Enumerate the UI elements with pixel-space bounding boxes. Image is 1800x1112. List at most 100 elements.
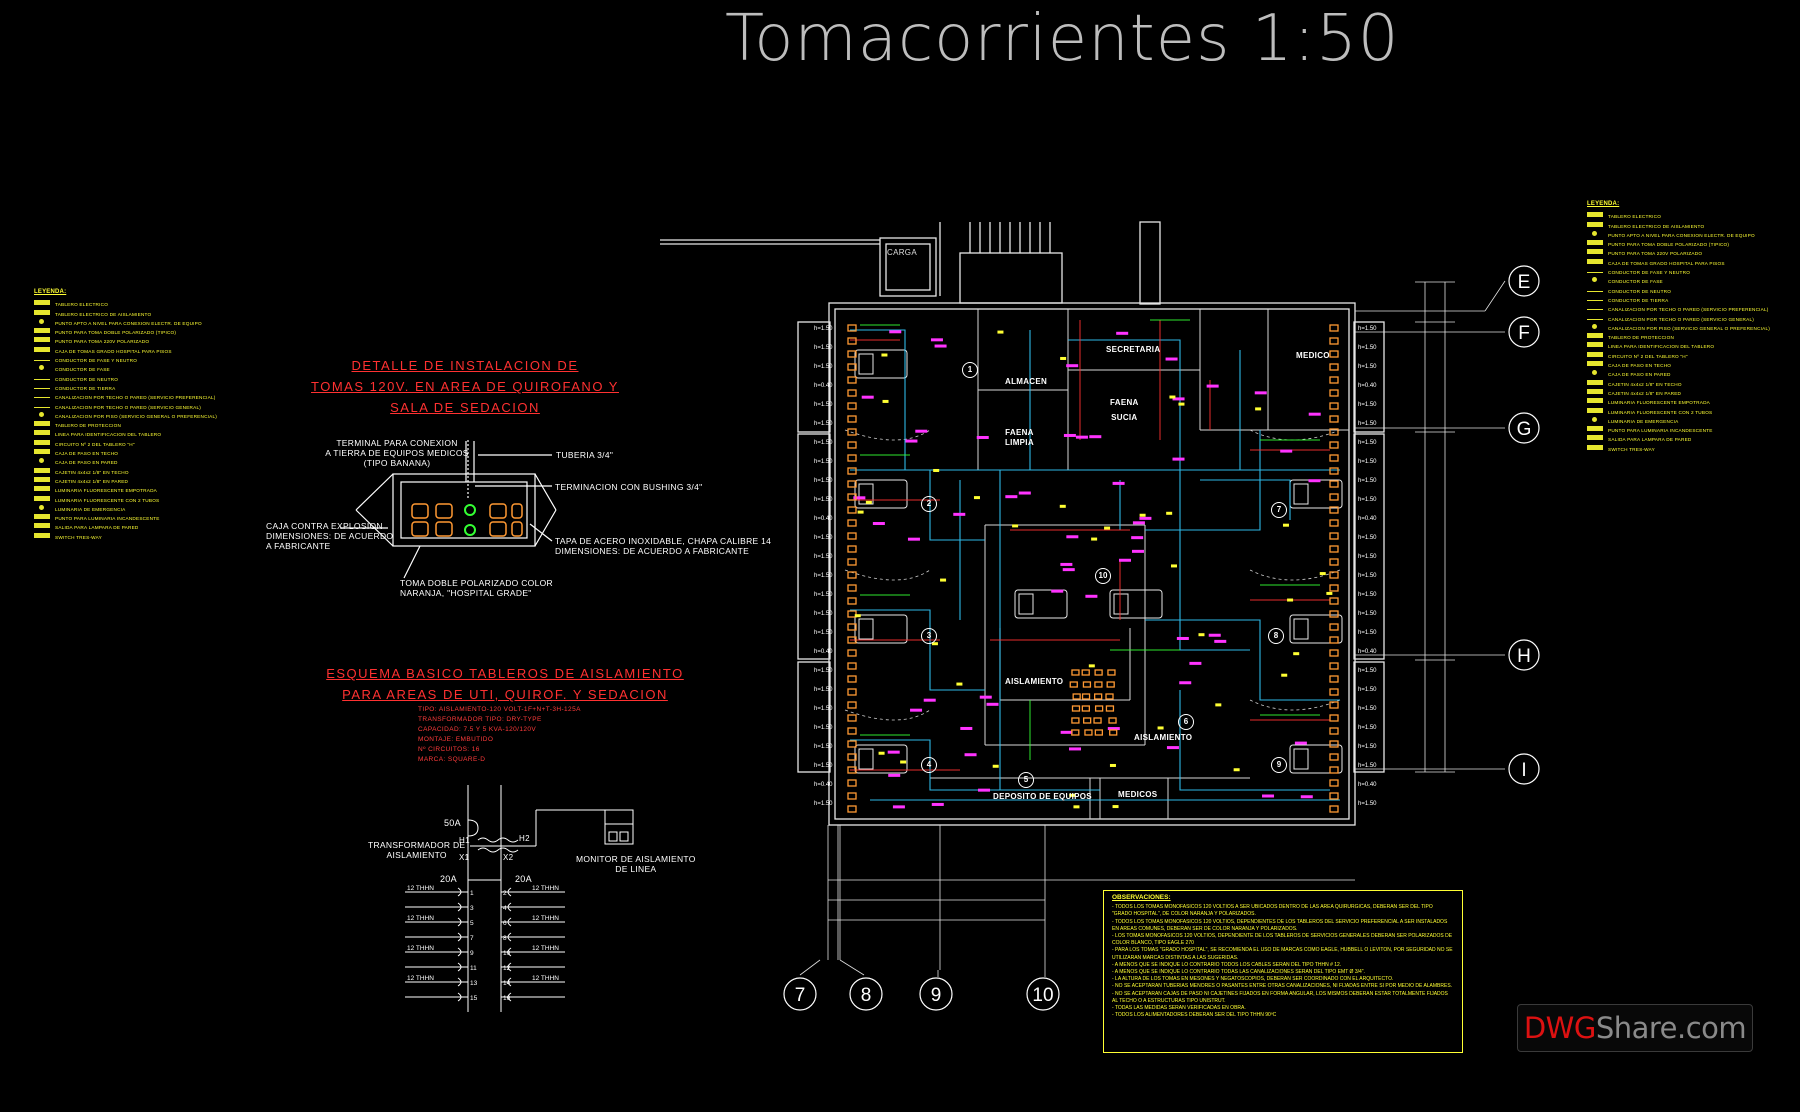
- legend-symbol-icon: [1592, 230, 1597, 236]
- label-line: MONITOR DE AISLAMIENTO: [576, 854, 696, 864]
- height-tag: h=0.40: [814, 516, 833, 522]
- label-tag: [1255, 407, 1262, 411]
- label-tag: [882, 399, 889, 403]
- axis-bubble: [1508, 265, 1540, 297]
- bed-shape: [1109, 589, 1163, 619]
- circuit-tag: [1300, 795, 1313, 799]
- legend-item-label: LUMINARIA FLUORESCENTE CON 2 TUBOS: [55, 497, 160, 503]
- axis-bubble: [783, 977, 817, 1011]
- spec-line: TIPO: AISLAMIENTO-120 VOLT-1F+N+T-3H-125…: [418, 706, 581, 713]
- room-carga: CARGA: [887, 248, 917, 257]
- height-tag: h=1.50: [814, 725, 833, 731]
- receptacle-symbol: [1329, 454, 1339, 462]
- circuit-number: 16: [503, 995, 511, 1002]
- room-deposito: DEPOSITO DE EQUIPOS: [993, 792, 1092, 801]
- height-tag: h=1.50: [814, 592, 833, 598]
- axis-bubble: [1508, 639, 1540, 671]
- axis-bubble: [1508, 316, 1540, 348]
- axis-bubble: [919, 977, 953, 1011]
- legend-symbol-icon: [34, 337, 50, 343]
- legend-item-label: LINEA PARA IDENTIFICACION DEL TABLERO: [55, 432, 162, 438]
- callout-terminal: TERMINAL PARA CONEXION A TIERRA DE EQUIP…: [322, 438, 472, 468]
- spec-line: TRANSFORMADOR TIPO: DRY-TYPE: [418, 716, 542, 723]
- legend-item-label: CONDUCTOR DE FASE Y NEUTRO: [55, 358, 138, 364]
- legend-symbol-icon: [34, 346, 50, 352]
- legend-item-label: LINEA PARA IDENTIFICACION DEL TABLERO: [1608, 344, 1715, 350]
- label-tag: [1171, 564, 1178, 568]
- legend-item-label: TABLERO DE PROTECCION: [1608, 335, 1675, 341]
- room-faena-limpia: FAENA LIMPIA: [1005, 428, 1034, 448]
- receptacle-symbol: [1329, 610, 1339, 618]
- label-tag: [900, 760, 907, 764]
- legend-symbol-icon: [1592, 416, 1597, 422]
- height-tag: h=1.50: [1358, 687, 1377, 693]
- receptacle-symbol: [1329, 792, 1339, 800]
- circuit-tag: [1063, 433, 1076, 437]
- receptacle-symbol: [847, 727, 857, 735]
- circuit-tag: [1085, 594, 1098, 598]
- receptacle-symbol: [1329, 467, 1339, 475]
- legend-item: TABLERO DE PROTECCION: [1587, 333, 1737, 342]
- label-tag: [854, 614, 861, 618]
- dwgshare-watermark[interactable]: DWGShare.com: [1517, 1004, 1753, 1052]
- legend-item: LUMINARIA DE EMERGENCIA: [1587, 416, 1737, 426]
- axis-bubble: [1508, 412, 1540, 444]
- label-tag: [1326, 591, 1333, 595]
- height-tag: h=0.40: [814, 383, 833, 389]
- circuit-tag: [1066, 535, 1079, 539]
- label-x1: X1: [459, 853, 470, 862]
- circuit-tag: [915, 429, 928, 433]
- legend-item-label: CONDUCTOR DE NEUTRO: [1608, 288, 1672, 294]
- legend-item-label: CAJA DE PASO EN TECHO: [1608, 363, 1672, 369]
- receptacle-symbol: [1083, 717, 1092, 724]
- legend-item: CONDUCTOR DE NEUTRO: [1587, 287, 1737, 296]
- wire-label: 12 THHN: [407, 915, 434, 922]
- legend-heading: LEYENDA:: [34, 289, 67, 295]
- height-tag: h=1.50: [814, 611, 833, 617]
- circuit-tag: [1131, 549, 1144, 553]
- bed-pillow: [858, 353, 874, 375]
- legend-item-label: PUNTO PARA TOMA DOBLE POLARIZADO (TIPICO…: [55, 330, 177, 336]
- legend-symbol-icon: [34, 514, 50, 520]
- legend-item-label: PUNTO APTO A NIVEL PARA CONEXION ELECTR.…: [55, 320, 202, 326]
- legend-item-label: CANALIZACION POR PISO (SERVICIO GENERAL …: [55, 413, 218, 419]
- axis-label: G: [1517, 419, 1532, 440]
- receptacle-symbol: [1329, 662, 1339, 670]
- legend-item: CIRCUITO Nº 2 DEL TABLERO "H": [1587, 351, 1737, 361]
- receptacle-symbol: [1329, 805, 1339, 813]
- wire-label: 12 THHN: [532, 975, 559, 982]
- receptacle-symbol: [1329, 558, 1339, 566]
- receptacle-symbol: [1329, 584, 1339, 592]
- height-tag: h=1.50: [1358, 478, 1377, 484]
- height-tag: h=1.50: [814, 630, 833, 636]
- legend-symbol-icon: [39, 318, 44, 324]
- legend-symbol-icon: [39, 411, 44, 417]
- receptacle-symbol: [1329, 740, 1339, 748]
- label-main-breaker: 50A: [444, 818, 461, 828]
- label-breaker-left: 20A: [440, 874, 457, 884]
- observacion-item: - TODOS LOS TOMAS MONOFASICOS 120 VOLTIO…: [1112, 904, 1433, 918]
- receptacle-symbol: [1329, 363, 1339, 371]
- legend-item: CONDUCTOR DE FASE Y NEUTRO: [1587, 268, 1737, 277]
- legend-item-label: LUMINARIA FLUORESCENTE EMPOTRADA: [55, 488, 157, 494]
- receptacle-faces: [411, 503, 523, 537]
- circuit-tag: [934, 344, 947, 348]
- receptacle-symbol: [847, 506, 857, 514]
- legend-item-label: PUNTO PARA TOMA 220V POLARIZADO: [55, 339, 150, 345]
- label-tag: [940, 578, 947, 582]
- legend-symbol-icon: [1587, 212, 1603, 218]
- receptacle-symbol: [847, 480, 857, 488]
- height-tag: h=1.50: [1358, 345, 1377, 351]
- circuit-tag: [978, 788, 991, 792]
- circuit-tag: [1166, 746, 1179, 750]
- page-title: Tomacorrientes 1:50: [725, 2, 1400, 76]
- breaker-symbol: [507, 902, 512, 912]
- height-tag: h=1.50: [1358, 801, 1377, 807]
- circuit-number: 8: [503, 935, 507, 942]
- receptacle-symbol: [1081, 669, 1090, 676]
- circuit-tag: [1075, 435, 1088, 439]
- label-tag: [1282, 523, 1289, 527]
- receptacle-symbol: [1329, 766, 1339, 774]
- receptacle-symbol: [847, 584, 857, 592]
- height-tag: h=1.50: [814, 402, 833, 408]
